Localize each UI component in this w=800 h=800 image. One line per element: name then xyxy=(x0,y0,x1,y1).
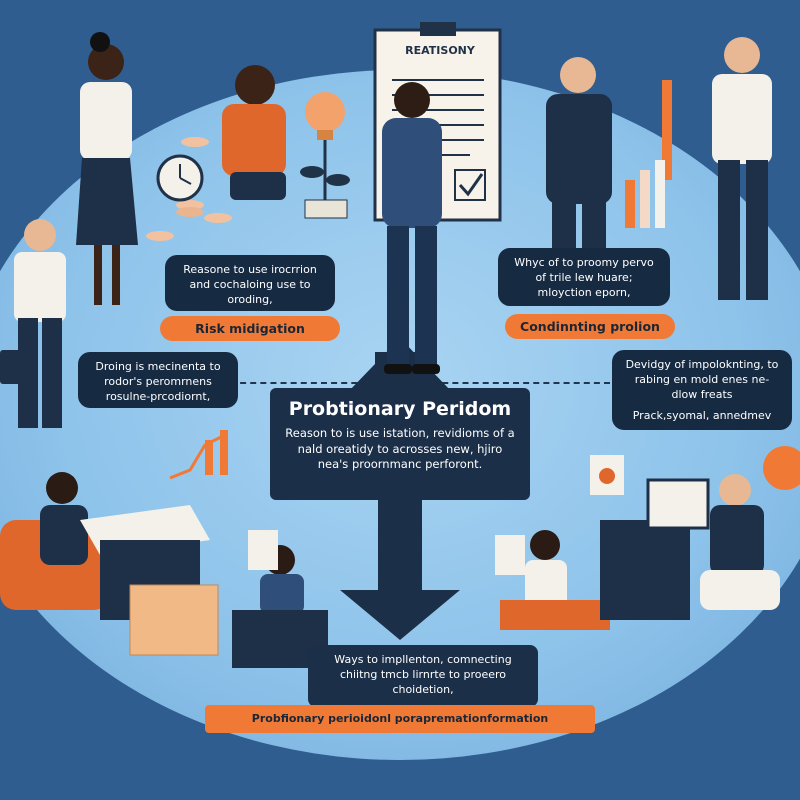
desk-scene-left xyxy=(0,430,228,656)
bottom-panel: Ways to impllenton, comnecting chiitng t… xyxy=(308,645,538,707)
callout-mid-right-text: Devidgy of impoloknting, to rabing en mo… xyxy=(625,358,779,401)
callout-mid-right: Devidgy of impoloknting, to rabing en mo… xyxy=(612,350,792,430)
pill-risk-mitigation: Risk midigation xyxy=(160,316,340,341)
document-icon xyxy=(495,535,525,575)
document-title: REATISONY xyxy=(405,44,475,57)
center-body: Reason to is use istation, revidioms of … xyxy=(285,426,515,472)
coins-icon xyxy=(146,137,232,241)
callout-mid-left: Droing is mecinenta to rodor's peromrnen… xyxy=(78,352,238,408)
center-panel: Probtionary Peridom Reason to is use ist… xyxy=(270,388,530,500)
woman-with-papers xyxy=(495,530,610,630)
chair-icon xyxy=(700,570,780,610)
callout-top-left: Reasone to use irocrrion and cochaloing … xyxy=(165,255,335,311)
callout-mid-right-sub: Prack,syomal, annedmev xyxy=(632,408,772,422)
center-person xyxy=(382,82,442,374)
avatar xyxy=(763,446,800,490)
woman-typing xyxy=(232,530,328,668)
bar-chart-icon xyxy=(625,160,665,228)
center-title: Probtionary Peridom xyxy=(288,398,512,420)
man-at-computer xyxy=(590,446,800,620)
boxes-icon xyxy=(129,584,219,656)
woman-seated-orange xyxy=(222,65,286,200)
monitor-icon xyxy=(646,478,710,530)
lightbulb-icon xyxy=(300,92,350,219)
woman-standing-left xyxy=(76,32,138,305)
callout-top-right: Whyc of to proomy pervo of trile lew hua… xyxy=(498,248,670,306)
man-arms-crossed xyxy=(546,57,612,260)
man-briefcase xyxy=(0,219,66,428)
pencil-icon xyxy=(662,80,672,180)
note-icon xyxy=(248,530,278,570)
briefcase-icon xyxy=(0,350,32,384)
clock-icon xyxy=(156,154,204,202)
pill-condition: Condinnting prolion xyxy=(505,314,675,339)
bottom-banner: Probfionary perioidonl porapremationform… xyxy=(205,705,595,733)
checkmark-icon xyxy=(458,173,484,197)
trend-line-icon xyxy=(169,433,226,480)
man-presenting xyxy=(662,37,772,300)
